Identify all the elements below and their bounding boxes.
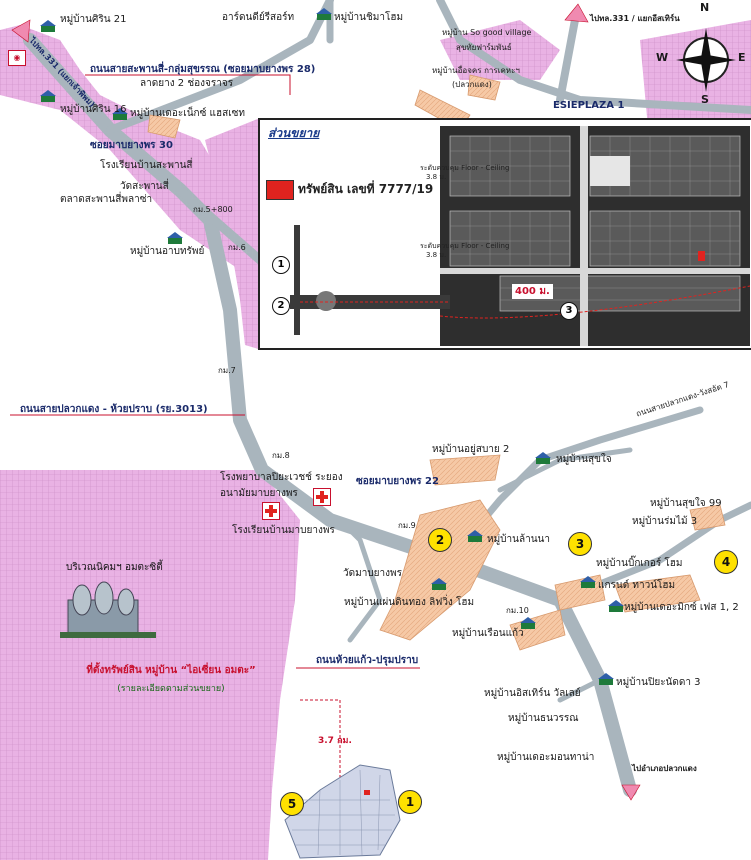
site-callout-title: ที่ตั้งทรัพย์สิน หมู่บ้าน “ไอเซี่ยน อมตะ… xyxy=(86,665,256,676)
label-village-rommai: หมู่บ้านร่มไม้ 3 xyxy=(632,516,698,527)
label-village-ruenkaew: หมู่บ้านเรือนแก้ว xyxy=(452,628,524,639)
label-village-bigger: หมู่บ้านบิ๊กเกอร์ โฮม xyxy=(596,558,683,569)
compass-w: W xyxy=(656,51,669,64)
inset-annotation-mid: ระดับควบคุม Floor - Ceiling xyxy=(420,242,510,250)
label-village-isarin: หมู่บ้านอิสเทิร์น วัลเลย์ xyxy=(484,688,581,699)
inset-aerial-photo xyxy=(439,126,751,346)
label-soi-22: ซอยมาบยางพร 22 xyxy=(356,476,439,487)
label-to-plauakdaeng: ไปอำเภอปลวกแดง xyxy=(632,764,697,773)
site-parcel xyxy=(284,764,401,859)
label-km-5800: กม.5+800 xyxy=(193,205,233,214)
label-distance-37km: 3.7 กม. xyxy=(318,736,352,746)
label-school-sapansi: โรงเรียนบ้านสะพานสี่ xyxy=(100,160,193,171)
arrow-top-left xyxy=(11,19,31,43)
label-village-piyanat: หมู่บ้านปิยะนัดดา 3 xyxy=(616,677,701,688)
label-village-kaset: หมู่บ้านอื่อจคร การเคหะฯ xyxy=(432,66,520,75)
compass-rose: N S W E xyxy=(656,1,746,108)
site-parcel-lots xyxy=(292,769,395,856)
label-village-sukjai: หมู่บ้านสุขใจ xyxy=(556,454,612,465)
inset-legend-label: ทรัพย์สิน เลขที่ 7777/19 xyxy=(298,182,434,196)
label-sukhothai-farm: สุขทัยฟาร์มพันธ์ xyxy=(456,43,512,52)
label-village-yusabai: หมู่บ้านอยู่สบาย 2 xyxy=(432,444,510,455)
map-pin-4: 4 xyxy=(714,550,738,574)
label-village-arbansap: หมู่บ้านอาบทรัพย์ xyxy=(130,246,205,257)
hospital-icon xyxy=(313,488,331,506)
village-icon xyxy=(598,673,614,685)
label-road-huaikaew: ถนนห้วยแก้ว-ปรุมปราบ xyxy=(316,655,419,666)
label-industrial-estate: บริเวณนิคมฯ อมตะซิตี้ xyxy=(66,562,163,573)
label-market: ตลาดสะพานสี่พลาซ่า xyxy=(60,194,153,205)
label-village-kaset2: (ปลวกแดง) xyxy=(452,80,492,89)
label-village-sukjai99: หมู่บ้านสุขใจ 99 xyxy=(650,498,722,509)
industrial-zone-topcenter xyxy=(440,20,560,80)
compass-e: E xyxy=(738,51,746,64)
road-pointer-28 xyxy=(85,74,291,95)
map-pin-3: 3 xyxy=(568,532,592,556)
label-village-sirin21: หมู่บ้านศิริน 21 xyxy=(60,14,127,25)
site-callout: ที่ตั้งทรัพย์สิน หมู่บ้าน “ไอเซี่ยน อมตะ… xyxy=(80,663,262,701)
label-village-detaweek: หมู่บ้านเดอะเน็กซ์ แฮสเซท xyxy=(130,108,245,119)
village-icon xyxy=(431,578,447,590)
inset-annotation-mid-value: 3.8 ม. xyxy=(426,251,447,259)
industrial-zone-main xyxy=(0,470,300,860)
label-km6: กม.6 xyxy=(228,243,246,252)
label-village-sirin16: หมู่บ้านศิริน 16 xyxy=(60,104,127,115)
inset-marker-1: 1 xyxy=(272,256,290,274)
map-pin-1: 1 xyxy=(398,790,422,814)
label-km9: กม.9 xyxy=(398,521,416,530)
label-km10: กม.10 xyxy=(506,606,529,615)
village-icon xyxy=(40,20,56,32)
label-km8: กม.8 xyxy=(272,451,290,460)
site-callout-subtitle: (รายละเอียดตามส่วนขยาย) xyxy=(117,684,225,694)
inset-annotation-top: ระดับควบคุม Floor - Ceiling xyxy=(420,164,510,172)
inset-marker-2: 2 xyxy=(272,297,290,315)
label-grand-town: แกรนด์ ทาวน์โฮม xyxy=(598,580,676,591)
label-village-sogood: หมู่บ้าน So good village xyxy=(442,28,532,37)
village-icon xyxy=(520,617,536,629)
label-km7: กม.7 xyxy=(218,366,236,375)
label-road-28: ถนนสายสะพานสี่-กลุ่มสุขรรณ (ซอยมาบยางพร … xyxy=(90,64,316,75)
label-health-center: อนามัยมาบยางพร xyxy=(220,488,298,499)
inset-marker-3: 3 xyxy=(560,302,578,320)
label-hospital: โรงพยาบาลปิยะเวชช์ ระยอง xyxy=(220,472,343,483)
compass-s: S xyxy=(701,93,709,106)
label-wat-sapansi: วัดสะพานสี่ xyxy=(120,181,169,192)
label-road-28-lanes: ลาดยาง 2 ช่องจราจร xyxy=(140,78,234,89)
landmark-badge: ◉ xyxy=(8,50,26,66)
arrow-top-right xyxy=(564,3,589,23)
village-icon xyxy=(316,8,332,20)
label-village-lanna: หมู่บ้านล้านนา xyxy=(487,534,551,545)
inset-annotation-top-value: 3.8 ม. xyxy=(426,173,447,181)
site-target-mark xyxy=(364,790,370,795)
village-icon xyxy=(580,576,596,588)
inset-distance-400m: 400 ม. xyxy=(512,284,553,299)
label-road-3013: ถนนสายปลวกแดง - ห้วยปราบ (รย.3013) xyxy=(20,404,208,415)
label-village-thanawan: หมู่บ้านธนวรรณ xyxy=(508,713,579,724)
village-icon xyxy=(112,108,128,120)
label-village-chimaphom: หมู่บ้านชิมาโฮม xyxy=(334,12,404,23)
plant-illustration xyxy=(60,581,156,638)
label-wat-mabyangporn: วัดมาบยางพร xyxy=(343,568,402,579)
village-icon xyxy=(167,232,183,244)
label-esieplaza: ESIEPLAZA 1 xyxy=(553,100,625,111)
label-village-themix: หมู่บ้านเดอะมิกซ์ เฟส 1, 2 xyxy=(624,602,739,613)
label-school-mabyangporn: โรงเรียนบ้านมาบยางพร xyxy=(232,525,335,536)
village-icon xyxy=(608,600,624,612)
label-village-demontana: หมู่บ้านเดอะมอนทาน่า xyxy=(497,752,595,763)
label-village-phaendin: หมู่บ้านแผ่นดินทอง ลิฟวิ่ง โฮม xyxy=(344,597,475,608)
label-soi-30: ซอยมาบยางพร 30 xyxy=(90,140,173,151)
inset-title: ส่วนขยาย xyxy=(268,126,320,140)
compass-n: N xyxy=(700,1,710,14)
village-icon xyxy=(535,452,551,464)
map-pin-5: 5 xyxy=(280,792,304,816)
arrow-bottom xyxy=(621,784,641,801)
label-to-331-right: ไปทล.331 / แยกอีสเทิร์น xyxy=(590,14,680,23)
village-icon xyxy=(40,90,56,102)
village-icon xyxy=(467,530,483,542)
inset-enlarged-view: ส่วนขยาย ทรัพย์สิน เลขที่ 7777/19 xyxy=(258,118,751,350)
health-center-icon xyxy=(262,502,280,520)
map-pin-2: 2 xyxy=(428,528,452,552)
label-resort: อาร์ดนดีย์รีสอร์ท xyxy=(222,12,295,23)
inset-legend-swatch xyxy=(266,180,294,200)
